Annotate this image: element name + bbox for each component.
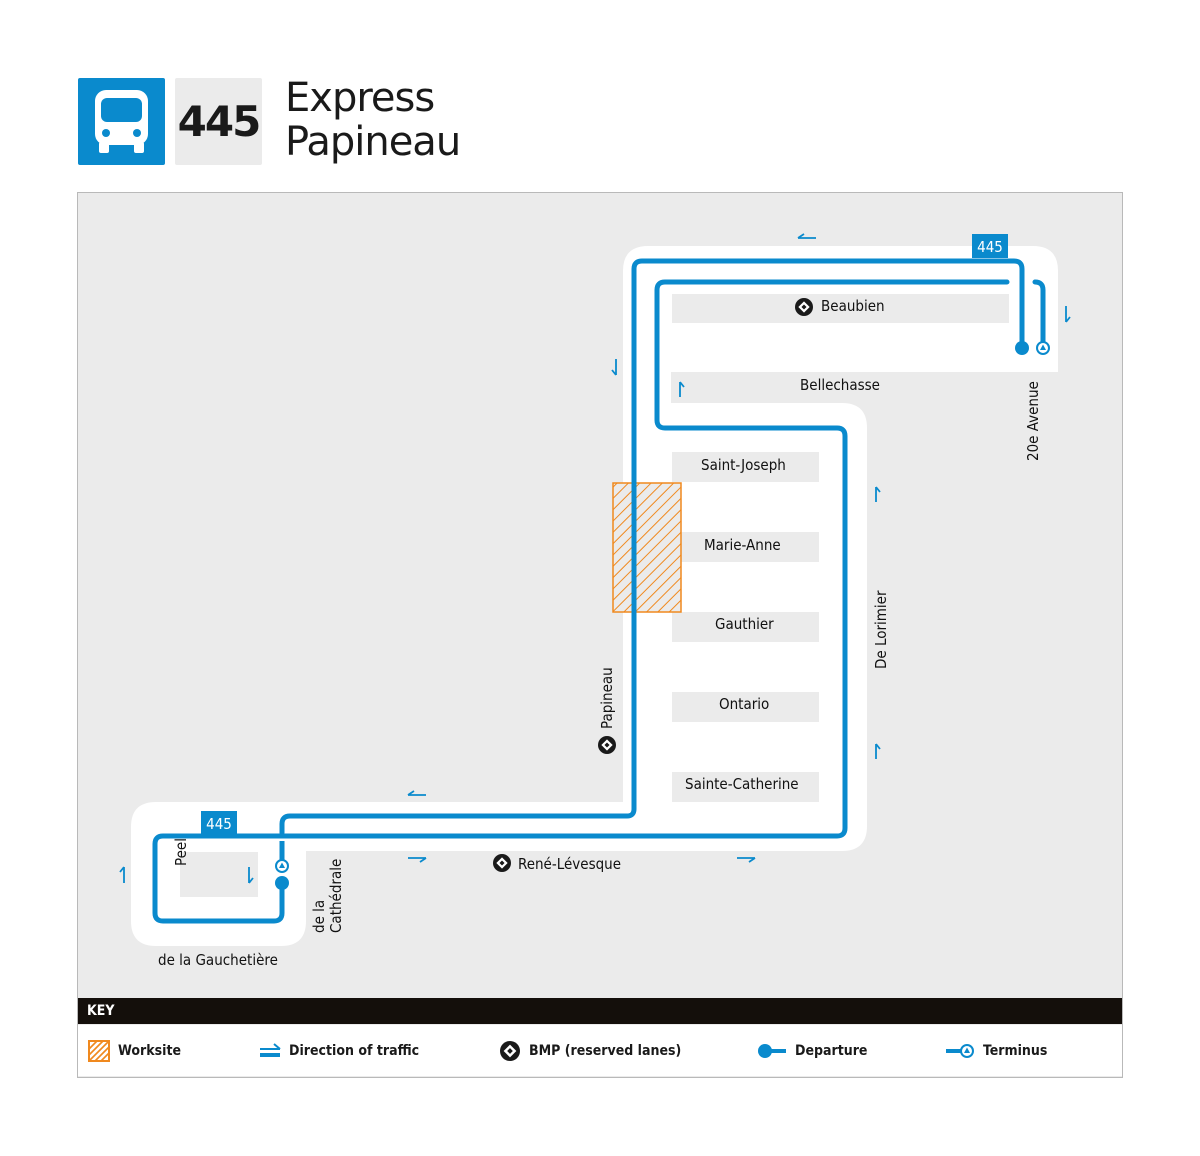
route-badge-north: 445 <box>972 234 1008 258</box>
route-name: Express Papineau <box>285 75 461 165</box>
worksite-zone <box>612 482 682 613</box>
route-badge-south: 445 <box>201 811 237 835</box>
street-label-marie-anne: Marie-Anne <box>704 536 781 554</box>
street-label-gauthier: Gauthier <box>715 615 774 633</box>
street-blocks <box>180 294 1009 901</box>
key-header: KEY <box>78 998 1122 1024</box>
svg-text:445: 445 <box>977 238 1003 256</box>
direction-of-traffic-icon <box>260 1042 281 1057</box>
svg-text:445: 445 <box>206 815 232 833</box>
key-item-terminus: Terminus <box>945 1025 1047 1076</box>
street-label-beaubien: Beaubien <box>821 297 885 315</box>
route-corridor <box>131 246 1058 946</box>
worksite-icon <box>88 1039 110 1062</box>
terminus-icon <box>946 1043 974 1058</box>
key-legend: Worksite Direction of traffic BMP (reser… <box>78 1025 1122 1076</box>
route-line <box>152 258 1046 924</box>
route-number-badge: 445 <box>175 78 262 165</box>
street-label-20e-avenue: 20e Avenue <box>1024 381 1042 461</box>
bmp-icon-papineau <box>598 736 616 754</box>
street-label-ontario: Ontario <box>719 695 770 713</box>
direction-arrows <box>119 233 1071 884</box>
street-label-saint-joseph: Saint-Joseph <box>701 456 786 474</box>
bus-mode-tile <box>78 78 165 165</box>
route-name-line1: Express <box>285 75 435 121</box>
key-item-worksite: Worksite <box>88 1025 181 1076</box>
route-name-line2: Papineau <box>285 119 461 165</box>
bmp-icon-rene-levesque <box>493 854 511 872</box>
terminus-marker-south <box>275 859 289 873</box>
street-label-de-la-gauchetiere: de la Gauchetière <box>158 951 278 969</box>
departure-icon <box>758 1043 786 1058</box>
bmp-icon <box>500 1040 520 1061</box>
key-item-bmp: BMP (reserved lanes) <box>499 1025 681 1076</box>
street-label-rene-levesque: René-Lévesque <box>518 855 622 873</box>
street-label-sainte-catherine: Sainte-Catherine <box>685 775 799 793</box>
departure-marker-south <box>275 876 289 890</box>
terminus-marker-north <box>1036 341 1050 355</box>
street-label-papineau: Papineau <box>598 667 616 729</box>
street-label-bellechasse: Bellechasse <box>800 376 880 394</box>
bmp-icon-beaubien <box>795 298 813 316</box>
route-map: 445 445 Beaubien Bellechasse Saint-Josep… <box>77 192 1123 1078</box>
street-label-de-la-cathedrale: de la Cathédrale <box>310 858 345 933</box>
departure-marker-north <box>1015 341 1029 355</box>
route-map-drawing: 445 445 <box>119 233 1071 946</box>
key-item-direction: Direction of traffic <box>259 1025 419 1076</box>
bus-icon <box>95 90 148 153</box>
street-label-de-lorimier: De Lorimier <box>872 590 890 669</box>
key-item-departure: Departure <box>757 1025 867 1076</box>
street-label-peel: Peel <box>172 838 190 866</box>
